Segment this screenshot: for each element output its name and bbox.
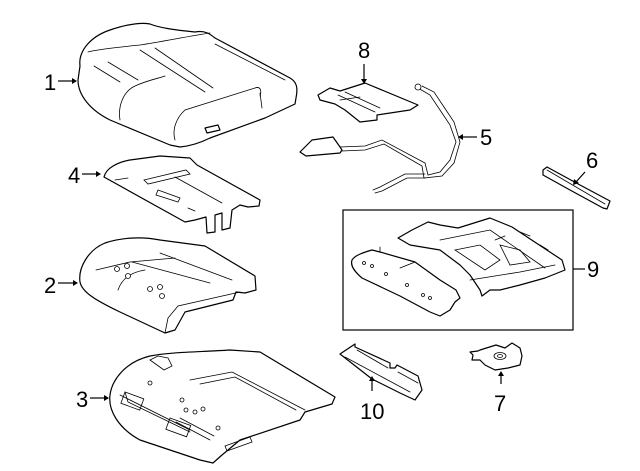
leader-line-6 [575,171,586,183]
arrowhead-icon [72,78,77,84]
part-10-bracket[interactable] [339,343,423,401]
arrowhead-icon [369,376,375,381]
part-4-support-panel[interactable] [103,155,261,234]
callout-9: 9 [573,257,599,282]
part-3-cushion-frame[interactable] [109,349,336,464]
arrowhead-icon [498,371,504,376]
part-9-group[interactable] [342,209,574,331]
arrowhead-icon [104,395,109,401]
callout-label-9: 9 [587,257,599,282]
callout-6: 6 [573,148,598,185]
callout-7: 7 [494,371,506,416]
callout-4: 4 [68,163,101,188]
callout-label-7: 7 [494,391,506,416]
callout-3: 3 [76,387,109,412]
callout-label-5: 5 [480,125,492,150]
arrowhead-icon [361,79,367,84]
part-6-trim-strip[interactable] [542,166,611,210]
callout-10: 10 [360,376,384,424]
part-8-heater-element[interactable] [317,82,419,123]
arrowhead-icon [96,171,101,177]
callout-label-8: 8 [358,38,370,63]
callout-1: 1 [44,70,77,95]
callout-label-1: 1 [44,70,56,95]
callout-2: 2 [44,273,78,298]
callout-label-2: 2 [44,273,56,298]
callout-label-3: 3 [76,387,88,412]
part-5-wire-harness[interactable] [299,83,461,194]
part-1-seat-cover[interactable] [77,22,298,148]
arrowhead-icon [73,280,78,286]
callout-5: 5 [458,125,492,150]
callout-label-4: 4 [68,163,80,188]
part-9-group-frame [342,209,574,331]
callout-label-10: 10 [360,399,384,424]
callout-label-6: 6 [586,148,598,173]
arrowhead-icon [458,134,463,140]
callout-8: 8 [358,38,370,84]
arrowhead-icon [573,179,579,185]
part-2-cushion-pad[interactable] [79,237,257,334]
part-7-clip[interactable] [469,342,523,371]
